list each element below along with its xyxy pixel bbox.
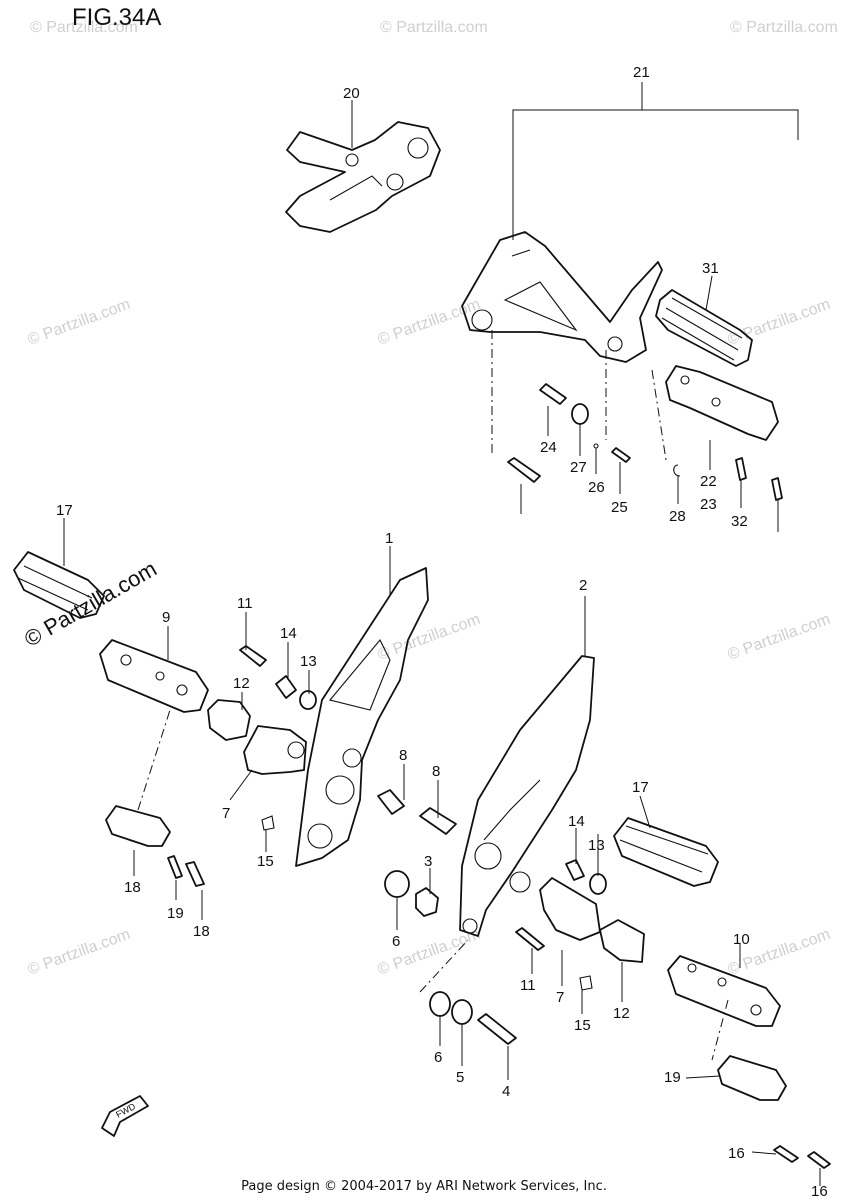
part-21-rear-bracket [461, 231, 663, 363]
callout-13-left: 13 [300, 653, 317, 670]
callout-12-left: 12 [233, 675, 250, 692]
svg-text:© Partzilla.com: © Partzilla.com [30, 19, 138, 36]
callout-10: 10 [733, 931, 750, 948]
part-29-rubber [655, 289, 753, 367]
callout-16-left: 17 [56, 502, 73, 519]
part-17-left [105, 709, 205, 887]
svg-text:© Partzilla.com: © Partzilla.com [380, 19, 488, 36]
callout-6-upper: 6 [392, 933, 400, 950]
callout-16-right: 17 [632, 779, 649, 796]
svg-text:© Partzilla.com: © Partzilla.com [726, 611, 833, 664]
callout-labels: 20 21 31 24 27 26 25 22 23 28 32 17 1 2 … [56, 64, 828, 1200]
svg-text:© Partzilla.com: © Partzilla.com [726, 296, 833, 349]
callout-6-lower: 6 [434, 1049, 442, 1066]
svg-text:© Partzilla.com: © Partzilla.com [730, 19, 838, 36]
callout-17-left: 18 [124, 879, 141, 896]
callout-28: 28 [669, 508, 686, 525]
callout-12-right: 12 [613, 1005, 630, 1022]
callout-1: 1 [385, 530, 393, 547]
svg-text:© Partzilla.com: © Partzilla.com [376, 611, 483, 664]
callout-14-right: 14 [568, 813, 585, 830]
small-hardware-rear [491, 330, 783, 501]
callout-18-right: 16 [728, 1145, 745, 1162]
callout-8-lower: 8 [432, 763, 440, 780]
part-22-footrest [665, 365, 779, 441]
callout-18-left: 18 [193, 923, 210, 940]
callout-27: 27 [570, 459, 587, 476]
part-1-left-bracket [295, 567, 429, 867]
callout-21: 21 [633, 64, 650, 81]
part-7-left [207, 645, 317, 831]
callout-11-right: 11 [520, 977, 536, 994]
callout-25: 25 [611, 499, 628, 516]
part-10-footrest [667, 955, 781, 1027]
callout-15-left: 15 [257, 853, 274, 870]
callout-3: 3 [424, 853, 432, 870]
callout-15-right: 15 [574, 1017, 591, 1034]
callout-11-left: 11 [237, 595, 253, 612]
callout-19-left: 19 [167, 905, 184, 922]
part-16-rubber-right [613, 817, 719, 887]
center-hardware [377, 789, 517, 1045]
callout-26: 26 [588, 479, 605, 496]
figure-title: FIG.34A [72, 4, 162, 31]
part-9-footrest [99, 639, 209, 713]
callout-29: 31 [702, 260, 719, 277]
part-20-bracket [285, 121, 441, 233]
callout-20: 20 [343, 85, 360, 102]
part-16-rubber-left [13, 551, 105, 619]
callout-9: 9 [162, 609, 170, 626]
callout-19-right: 16 [811, 1183, 828, 1200]
callout-17-right: 19 [664, 1069, 681, 1086]
fwd-arrow-icon: FWD [101, 1095, 149, 1137]
callout-5: 5 [456, 1069, 464, 1086]
callout-8-upper: 8 [399, 747, 407, 764]
callout-4: 4 [502, 1083, 510, 1100]
callout-30: 32 [731, 513, 748, 530]
svg-text:© Partzilla.com: © Partzilla.com [26, 296, 133, 349]
part-2-right-bracket [459, 655, 595, 937]
callout-22: 22 [700, 473, 717, 490]
svg-text:FWD: FWD [114, 1101, 137, 1120]
part-21-bracket-line [512, 82, 799, 240]
leader-lines [63, 100, 821, 1186]
part-17-right [711, 999, 831, 1169]
footer-copyright: Page design © 2004-2017 by ARI Network S… [241, 1179, 607, 1194]
callout-13-right: 13 [588, 837, 605, 854]
callout-7-right: 7 [556, 989, 564, 1006]
callout-7-left: 7 [222, 805, 230, 822]
callout-2: 2 [579, 577, 587, 594]
callout-14-left: 14 [280, 625, 297, 642]
part-7-right [515, 859, 645, 991]
callout-24: 24 [540, 439, 557, 456]
callout-23: 23 [700, 496, 717, 513]
svg-text:© Partzilla.com: © Partzilla.com [26, 926, 133, 979]
